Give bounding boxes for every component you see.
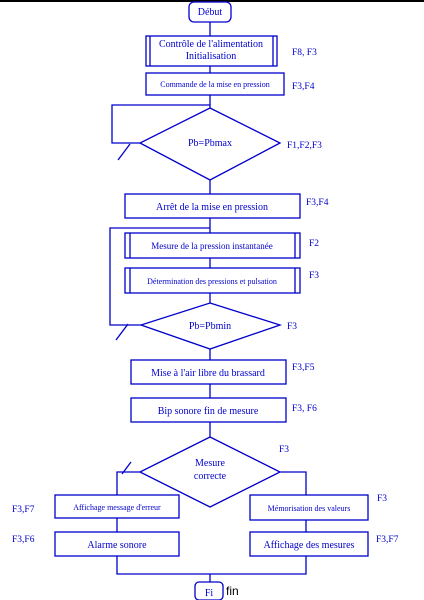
branch-right bbox=[280, 471, 307, 495]
branch-left bbox=[116, 471, 140, 495]
loop-condmax-slash bbox=[117, 143, 131, 161]
pressurize-node: Commande de la mise en pression bbox=[145, 72, 285, 96]
end-text: fin bbox=[226, 584, 239, 598]
condmax-decision: Pb=Pbmax bbox=[138, 107, 282, 181]
start-node: Début bbox=[188, 1, 232, 23]
display-measures-functions: F3,F7 bbox=[376, 535, 399, 545]
release-label: Mise à l'air libre du brassard bbox=[151, 368, 265, 379]
stop-pressurize-node: Arrêt de la mise en pression bbox=[124, 193, 301, 219]
end-box-label: Fi bbox=[205, 588, 214, 599]
error-display-node: Affichage message d'erreur bbox=[54, 494, 180, 519]
init-functions: F8, F3 bbox=[292, 48, 317, 58]
condok-functions: F3 bbox=[279, 445, 289, 455]
determine-functions: F3 bbox=[309, 271, 319, 281]
pressurize-functions: F3,F4 bbox=[292, 82, 315, 92]
display-measures-label: Affichage des mesures bbox=[264, 540, 355, 551]
loop-condmax-edge bbox=[111, 104, 211, 144]
alarm-label: Alarme sonore bbox=[87, 540, 147, 551]
stop-pressurize-label: Arrêt de la mise en pression bbox=[156, 202, 268, 213]
condmax-label: Pb=Pbmax bbox=[188, 138, 232, 149]
condok-label-line1: Mesure bbox=[195, 458, 226, 469]
branch-left-slash bbox=[121, 461, 132, 475]
condmax-functions: F1,F2,F3 bbox=[287, 141, 322, 151]
start-label: Début bbox=[198, 7, 223, 18]
release-node: Mise à l'air libre du brassard bbox=[130, 359, 287, 385]
display-measures-node: Affichage des mesures bbox=[249, 531, 369, 557]
error-display-label: Affichage message d'erreur bbox=[73, 503, 161, 512]
condok-decision: Mesure correcte bbox=[138, 436, 282, 508]
loop-condmin-edge bbox=[109, 227, 210, 326]
release-functions: F3,F5 bbox=[292, 363, 315, 373]
determine-node: Détermination des pressions et pulsation bbox=[124, 267, 301, 294]
store-values-label: Mémorisation des valeurs bbox=[268, 504, 351, 513]
measure-pressure-functions: F2 bbox=[309, 239, 319, 249]
condok-label-line2: correcte bbox=[194, 471, 227, 482]
error-display-functions: F3,F7 bbox=[12, 505, 35, 515]
stop-pressurize-functions: F3,F4 bbox=[306, 198, 329, 208]
merge-line bbox=[116, 556, 307, 575]
loop-condmin-slash bbox=[115, 323, 129, 341]
init-label-line1: Contrôle de l'alimentation bbox=[159, 39, 263, 50]
init-node: Contrôle de l'alimentation Initialisatio… bbox=[145, 35, 278, 67]
beep-node: Bip sonore fin de mesure bbox=[130, 397, 287, 423]
top-border-line bbox=[0, 0, 424, 2]
store-values-node: Mémorisation des valeurs bbox=[249, 494, 369, 521]
alarm-functions: F3,F6 bbox=[12, 535, 35, 545]
condmin-label: Pb=Pbmin bbox=[189, 321, 231, 332]
determine-label: Détermination des pressions et pulsation bbox=[147, 277, 277, 286]
measure-pressure-node: Mesure de la pression instantanée bbox=[124, 232, 301, 259]
store-values-functions: F3 bbox=[377, 494, 387, 504]
pressurize-label: Commande de la mise en pression bbox=[160, 80, 270, 89]
measure-pressure-label: Mesure de la pression instantanée bbox=[151, 241, 272, 251]
condmin-decision: Pb=Pbmin bbox=[138, 302, 283, 350]
init-label-line2: Initialisation bbox=[186, 51, 237, 62]
alarm-node: Alarme sonore bbox=[54, 531, 180, 557]
connectors bbox=[109, 22, 307, 582]
end-node: Fi bbox=[194, 581, 224, 600]
beep-functions: F3, F6 bbox=[292, 404, 317, 414]
condmin-functions: F3 bbox=[287, 322, 297, 332]
beep-label: Bip sonore fin de mesure bbox=[158, 406, 259, 417]
